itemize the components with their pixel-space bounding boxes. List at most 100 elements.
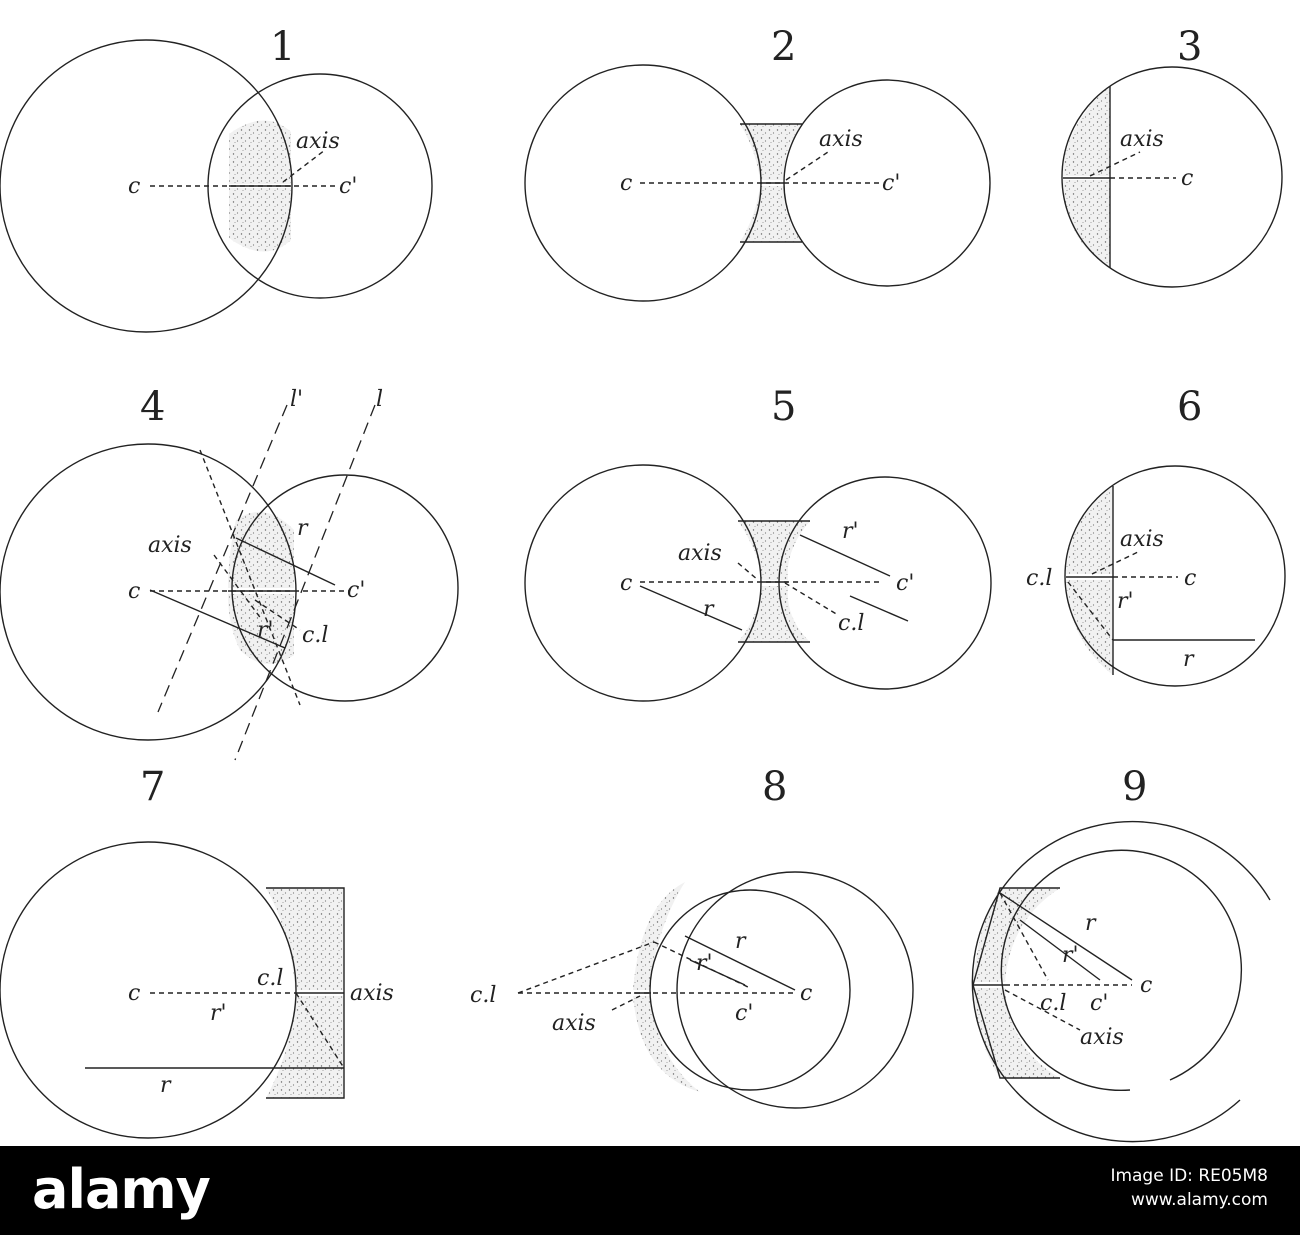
label-c: c xyxy=(1140,973,1152,998)
label-cl: c.l xyxy=(470,983,496,1008)
figure-2-number: 2 xyxy=(771,24,796,70)
radius-r-prime xyxy=(1019,919,1101,981)
figure-9: 9 r r' c c.l c' axis xyxy=(971,764,1271,1143)
figure-2: 2 axis c c' xyxy=(524,24,991,302)
cl-leader xyxy=(1067,581,1114,641)
circle-small xyxy=(231,474,459,702)
label-c-prime: c' xyxy=(735,1001,753,1026)
label-axis: axis xyxy=(1080,1025,1124,1050)
cl-leader xyxy=(999,892,1049,981)
circle xyxy=(0,841,297,1139)
label-r-prime: r' xyxy=(1062,943,1079,968)
cl-ray xyxy=(517,941,655,994)
radius-r xyxy=(235,537,336,586)
label-r: r xyxy=(297,516,309,541)
line-l-prime xyxy=(157,404,288,713)
label-c-prime: c' xyxy=(339,174,357,199)
figure-5: 5 axis c c' r r' c.l xyxy=(524,384,992,702)
circle-left xyxy=(524,464,762,702)
circle-outer xyxy=(676,871,914,1109)
axis-leader xyxy=(1089,151,1141,177)
label-l: l xyxy=(376,387,383,412)
label-axis: axis xyxy=(148,533,192,558)
label-r: r xyxy=(735,929,747,954)
line-l xyxy=(234,404,376,761)
circle-inner xyxy=(1000,849,1242,1092)
watermark-footer: alamy Image ID: RE05M8 www.alamy.com xyxy=(0,1146,1300,1235)
figure-3: 3 axis c xyxy=(1061,24,1283,288)
label-c-prime: c' xyxy=(896,571,914,596)
label-c-prime: c' xyxy=(1090,991,1108,1016)
label-l-prime: l' xyxy=(290,387,303,412)
label-cl: c.l xyxy=(302,623,328,648)
label-r: r xyxy=(1183,647,1195,672)
label-axis: axis xyxy=(819,127,863,152)
figure-6: 6 axis c.l c r' r xyxy=(1026,384,1286,687)
cl-leader xyxy=(254,599,301,631)
label-c: c xyxy=(128,579,140,604)
figure-8: 8 c.l axis r r' c c' xyxy=(470,764,914,1109)
label-r-prime: r' xyxy=(210,1001,227,1026)
label-c: c xyxy=(128,174,140,199)
figure-7: 7 c c.l axis r' r xyxy=(0,764,394,1139)
label-r: r xyxy=(1085,911,1097,936)
label-c-prime: c' xyxy=(347,578,365,603)
label-cl: c.l xyxy=(838,611,864,636)
circle xyxy=(1061,66,1283,288)
figure-6-number: 6 xyxy=(1177,384,1202,430)
figure-8-number: 8 xyxy=(762,764,787,810)
label-r-prime: r' xyxy=(842,519,859,544)
label-cl: c.l xyxy=(257,966,283,991)
radius-r-prime xyxy=(799,534,891,577)
circle-outer xyxy=(971,820,1271,1143)
image-id: Image ID: RE05M8 xyxy=(1110,1166,1268,1186)
label-axis: axis xyxy=(552,1011,596,1036)
cl-diagonal xyxy=(295,992,345,1069)
site-url: www.alamy.com xyxy=(1130,1190,1268,1210)
label-c: c xyxy=(128,981,140,1006)
radius-r-prime xyxy=(689,959,746,986)
figure-5-number: 5 xyxy=(771,384,796,430)
circle-large xyxy=(0,39,293,333)
label-c: c xyxy=(1181,166,1193,191)
radius-r-prime xyxy=(149,589,286,649)
radius-r xyxy=(639,585,743,631)
axis-leader xyxy=(785,151,829,181)
radius-r xyxy=(999,892,1133,981)
circle-large xyxy=(0,443,297,741)
axis-leader xyxy=(213,554,263,621)
label-c: c xyxy=(620,571,632,596)
label-axis: axis xyxy=(1120,527,1164,552)
radius-r xyxy=(684,935,796,991)
label-c: c xyxy=(1184,566,1196,591)
construction-line xyxy=(199,449,301,706)
figure-9-number: 9 xyxy=(1122,764,1147,810)
label-c-prime: c' xyxy=(882,171,900,196)
label-axis: axis xyxy=(1120,127,1164,152)
figure-7-number: 7 xyxy=(140,764,165,810)
figure-plate: 1 axis c c' 2 axis c c' 3 axi xyxy=(0,24,1286,1143)
cl-leader xyxy=(784,582,839,616)
figure-3-number: 3 xyxy=(1177,24,1202,70)
figure-4-number: 4 xyxy=(140,384,165,430)
figure-4: 4 axis c c' r r' c.l l' l xyxy=(0,384,459,761)
image-meta: Image ID: RE05M8 www.alamy.com xyxy=(1110,1164,1268,1212)
line-cl xyxy=(849,595,909,622)
label-r-prime: r' xyxy=(1117,589,1134,614)
label-r-prime: r' xyxy=(257,618,274,643)
circle-inner xyxy=(649,889,851,1091)
alamy-logo: alamy xyxy=(32,1158,211,1221)
figure-1-number: 1 xyxy=(270,24,295,70)
figure-1: 1 axis c c' xyxy=(0,24,433,333)
circle-right xyxy=(778,476,992,690)
circle xyxy=(1064,465,1286,687)
label-r: r xyxy=(160,1073,172,1098)
label-c: c xyxy=(800,981,812,1006)
label-cl: c.l xyxy=(1026,566,1052,591)
label-r: r xyxy=(703,597,715,622)
label-axis: axis xyxy=(296,129,340,154)
label-axis: axis xyxy=(678,541,722,566)
label-r-prime: r' xyxy=(696,951,713,976)
label-cl: c.l xyxy=(1040,991,1066,1016)
axis-leader xyxy=(737,562,759,581)
